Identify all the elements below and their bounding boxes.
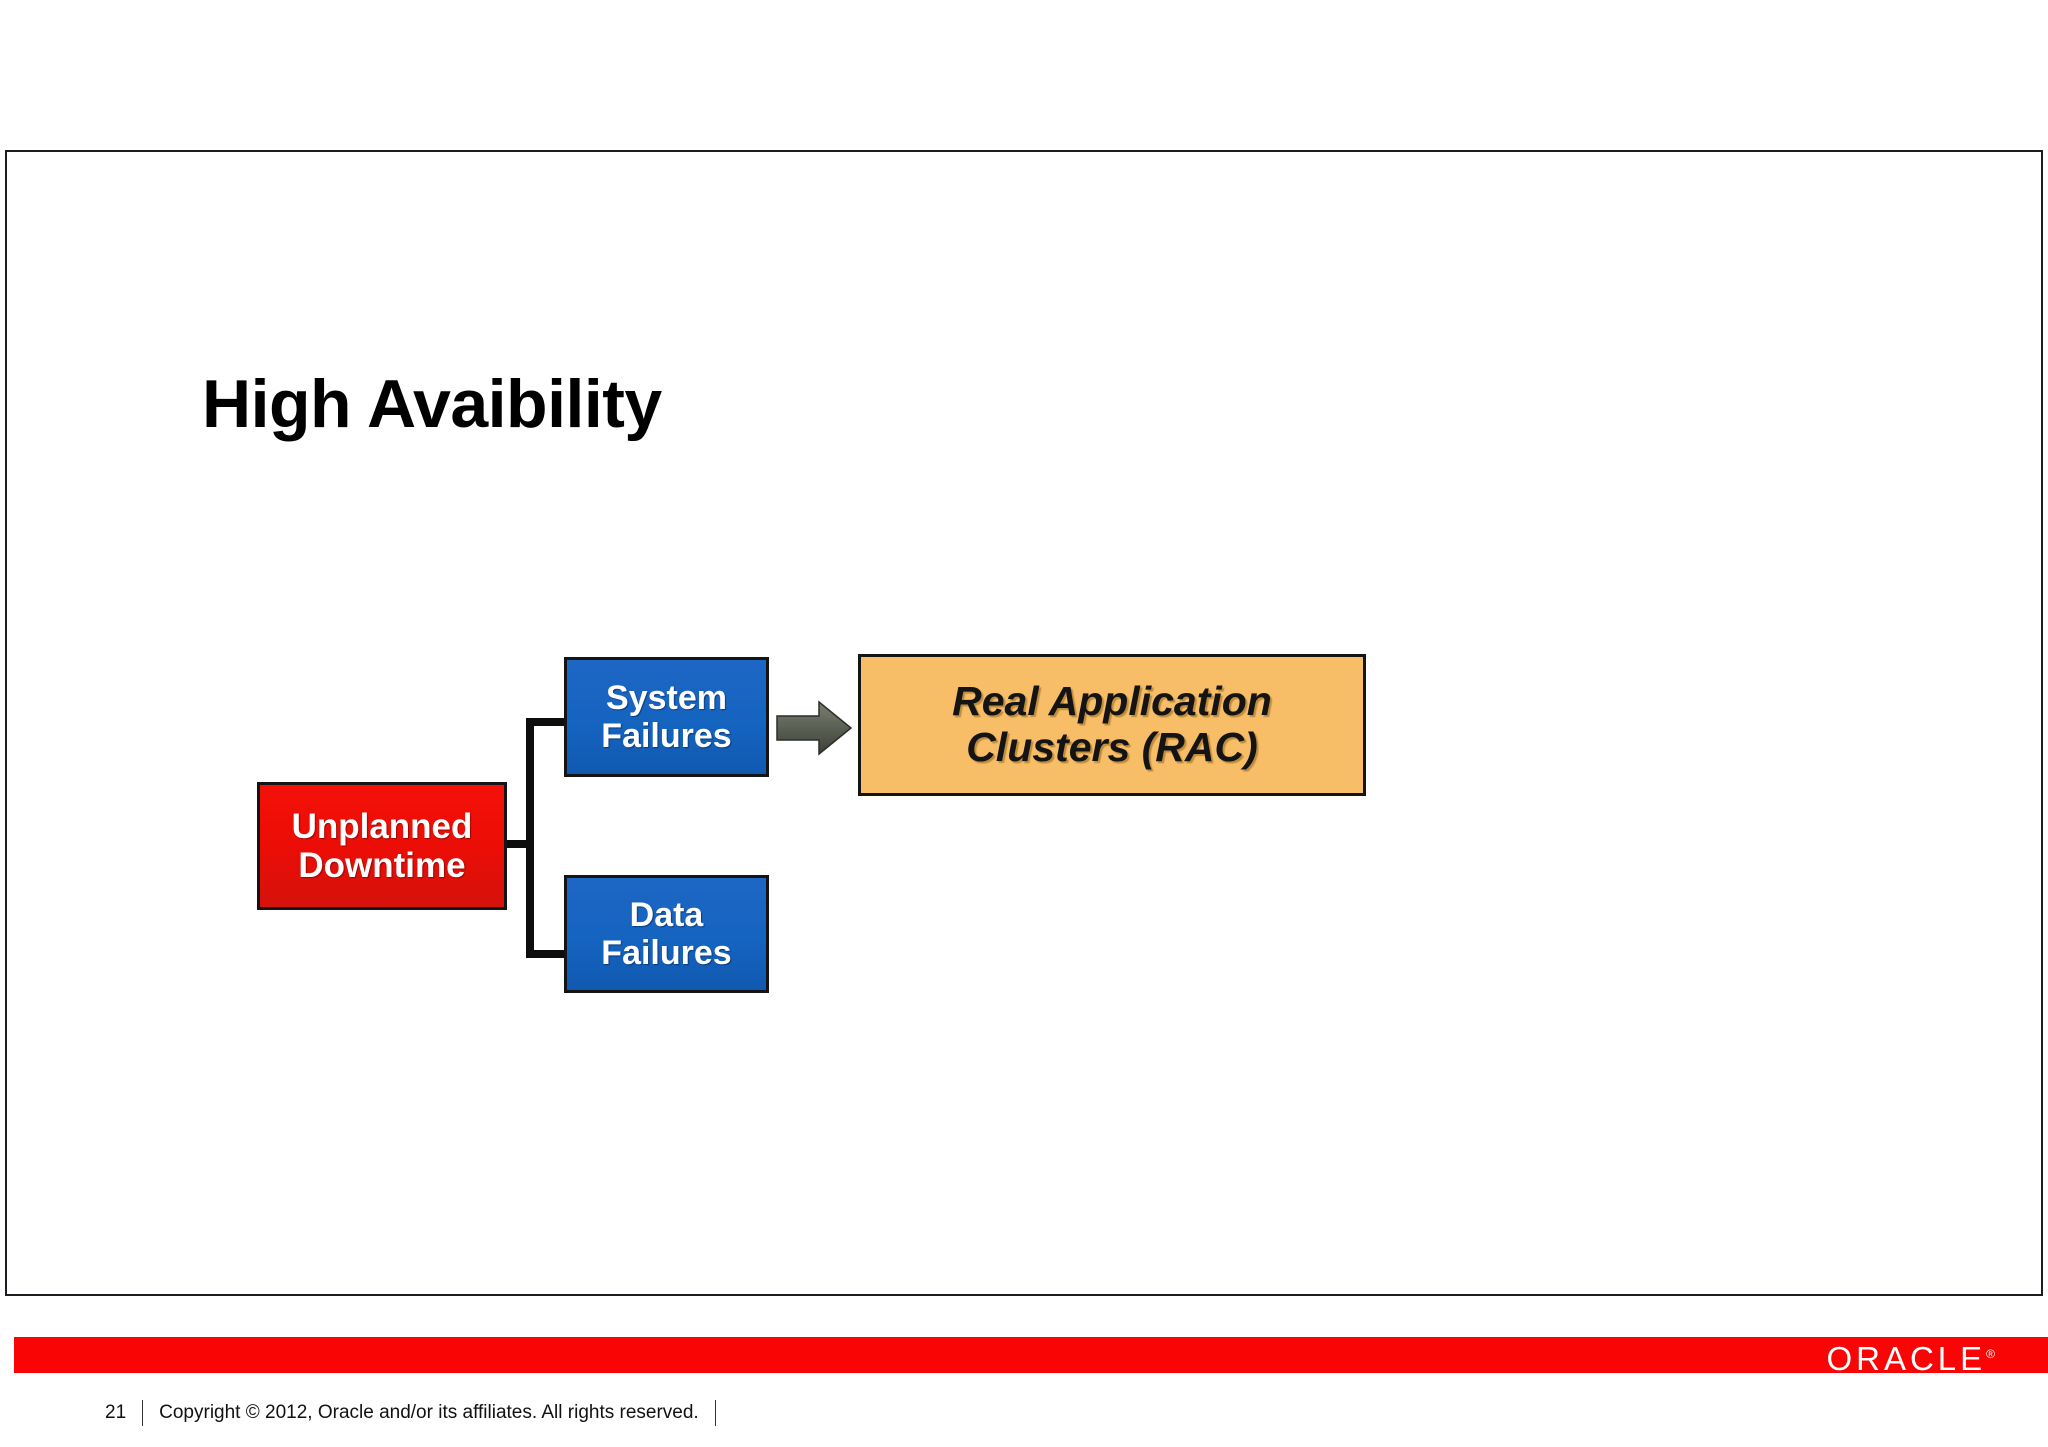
node-real-application-clusters[interactable]: Real Application Clusters (RAC): [858, 654, 1366, 796]
node-data-failures-line2: Failures: [601, 934, 732, 972]
footer-divider-left: [142, 1400, 144, 1426]
node-unplanned-downtime-line2: Downtime: [298, 846, 466, 885]
connector-vertical-spine: [526, 718, 534, 958]
node-system-failures[interactable]: System Failures: [564, 657, 769, 777]
node-system-failures-line2: Failures: [601, 717, 732, 755]
node-unplanned-downtime[interactable]: Unplanned Downtime: [257, 782, 507, 910]
footer-divider-right: [714, 1400, 716, 1426]
oracle-wordmark: ORACLE: [1826, 1340, 1987, 1377]
oracle-registered-mark: ®: [1986, 1347, 1995, 1361]
node-rac-line1: Real Application: [952, 678, 1272, 725]
diagram-canvas: Unplanned Downtime System Failures Data …: [7, 152, 2045, 1298]
connector-branch-to-data-failures: [526, 950, 568, 958]
oracle-logo: ORACLE®: [1826, 1335, 1995, 1378]
copyright-text: Copyright © 2012, Oracle and/or its affi…: [159, 1402, 699, 1423]
page-title: High Avaibility: [202, 366, 662, 442]
page-number: 21: [105, 1402, 127, 1423]
connector-branch-to-system-failures: [526, 718, 568, 726]
node-data-failures[interactable]: Data Failures: [564, 875, 769, 993]
node-unplanned-downtime-line1: Unplanned: [291, 806, 473, 846]
node-data-failures-line1: Data: [629, 895, 704, 934]
node-rac-line2: Clusters (RAC): [966, 724, 1258, 770]
node-system-failures-line1: System: [606, 678, 727, 717]
arrow-right-icon: [775, 700, 853, 756]
connector-stub-from-source: [507, 840, 534, 848]
slide-frame: High Avaibility Unplanned Downtime Syste…: [5, 150, 2048, 1426]
slide-footer: 21 Copyright © 2012, Oracle and/or its a…: [105, 1400, 732, 1426]
brand-red-band: [14, 1337, 2048, 1373]
